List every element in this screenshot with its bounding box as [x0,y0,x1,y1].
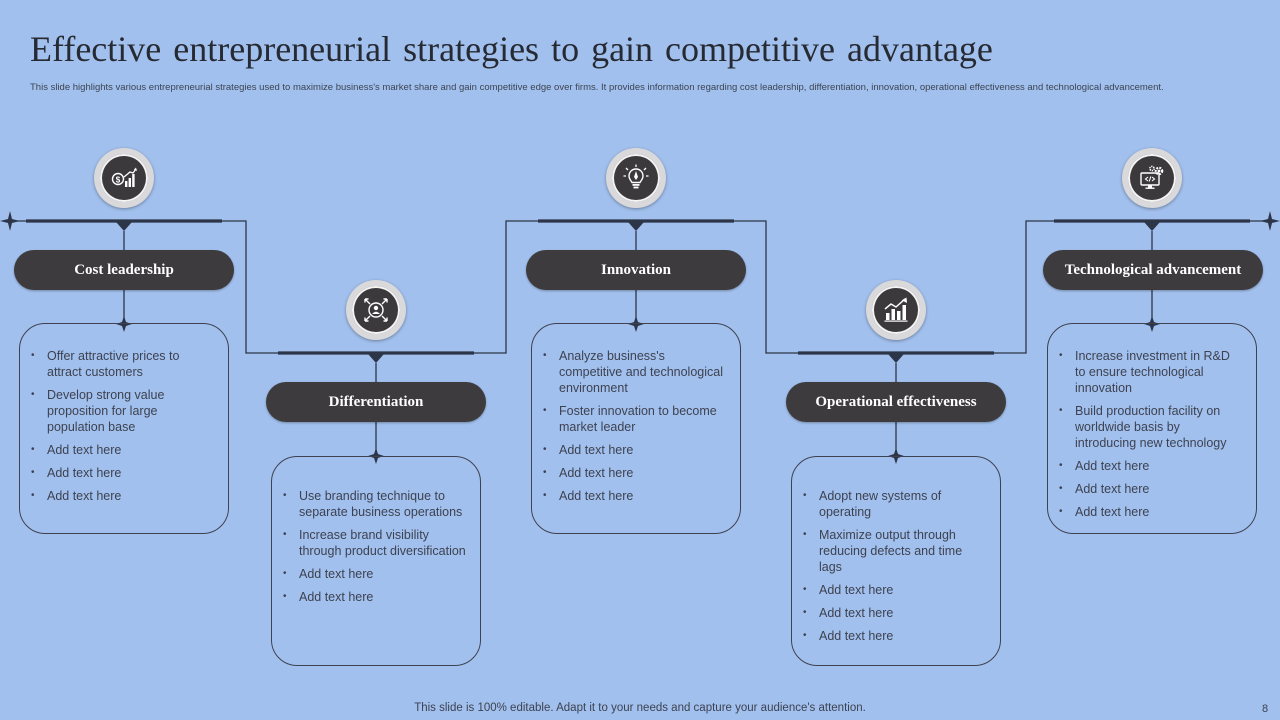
bullet-item: Offer attractive prices to attract custo… [30,348,214,380]
bullet-item: Foster innovation to become market leade… [542,403,726,435]
strategy-icon-badge [606,148,666,208]
svg-text:$: $ [116,175,121,184]
bullet-item: Use branding technique to separate busin… [282,488,466,520]
slide-footer: This slide is 100% editable. Adapt it to… [414,702,866,714]
strategy-box-cost-leadership: Offer attractive prices to attract custo… [19,323,229,534]
bullet-list: Use branding technique to separate busin… [282,488,466,605]
bullet-item: Add text here [542,442,726,458]
bullet-item: Add text here [1058,458,1242,474]
pointer-triangle [628,222,644,231]
strategy-icon-badge [866,280,926,340]
slide-subtitle: This slide highlights various entreprene… [30,82,1164,93]
bullet-item: Develop strong value proposition for lar… [30,387,214,435]
bullet-list: Offer attractive prices to attract custo… [30,348,214,504]
bullet-list: Increase investment in R&D to ensure tec… [1058,348,1242,520]
bullet-item: Increase brand visibility through produc… [282,527,466,559]
sparkle-star [628,316,644,332]
bullet-item: Add text here [802,582,986,598]
pointer-triangle [368,354,384,363]
monitor-gear-code-icon [1140,165,1164,189]
strategy-icon-badge [1122,148,1182,208]
pen-lightbulb-icon [623,164,649,189]
bullet-item: Add text here [1058,504,1242,520]
bullet-list: Analyze business's competitive and techn… [542,348,726,504]
bullet-item: Add text here [282,589,466,605]
pointer-triangle [116,222,132,231]
page-number: 8 [1262,703,1269,715]
strategy-pill-technological-advancement: Technological advancement [1043,250,1263,290]
bullet-item: Add text here [802,605,986,621]
strategy-icon-badge [346,280,406,340]
bullet-item: Adopt new systems of operating [802,488,986,520]
bullet-item: Add text here [30,488,214,504]
rising-bar-chart-icon [884,297,908,322]
strategy-box-technological-advancement: Increase investment in R&D to ensure tec… [1047,323,1257,534]
bullet-item: Increase investment in R&D to ensure tec… [1058,348,1242,396]
strategy-pill-differentiation: Differentiation [266,382,486,422]
bullet-item: Add text here [802,628,986,644]
sparkle-star [116,316,132,332]
strategy-icon-badge: $ [94,148,154,208]
bullet-item: Add text here [542,488,726,504]
bullet-list: Adopt new systems of operating Maximize … [802,488,986,644]
slide-title: Effective entrepreneurial strategies to … [30,29,993,69]
bullet-item: Maximize output through reducing defects… [802,527,986,575]
sparkle-star [0,211,20,231]
strategy-pill-operational-effectiveness: Operational effectiveness [786,382,1006,422]
strategy-box-innovation: Analyze business's competitive and techn… [531,323,741,534]
bullet-item: Add text here [30,465,214,481]
bullet-item: Analyze business's competitive and techn… [542,348,726,396]
bullet-item: Add text here [282,566,466,582]
strategy-box-operational-effectiveness: Adopt new systems of operating Maximize … [791,456,1001,666]
bullet-item: Add text here [30,442,214,458]
user-target-arrows-icon [364,298,388,322]
bullet-item: Add text here [542,465,726,481]
bullet-item: Build production facility on worldwide b… [1058,403,1242,451]
bullet-item: Add text here [1058,481,1242,497]
dollar-growth-chart-icon: $ [111,167,137,187]
pointer-triangle [1144,222,1160,231]
sparkle-star [1260,211,1280,231]
strategy-box-differentiation: Use branding technique to separate busin… [271,456,481,666]
pointer-triangle [888,354,904,363]
sparkle-star [1144,316,1160,332]
strategy-pill-innovation: Innovation [526,250,746,290]
strategy-pill-cost-leadership: Cost leadership [14,250,234,290]
